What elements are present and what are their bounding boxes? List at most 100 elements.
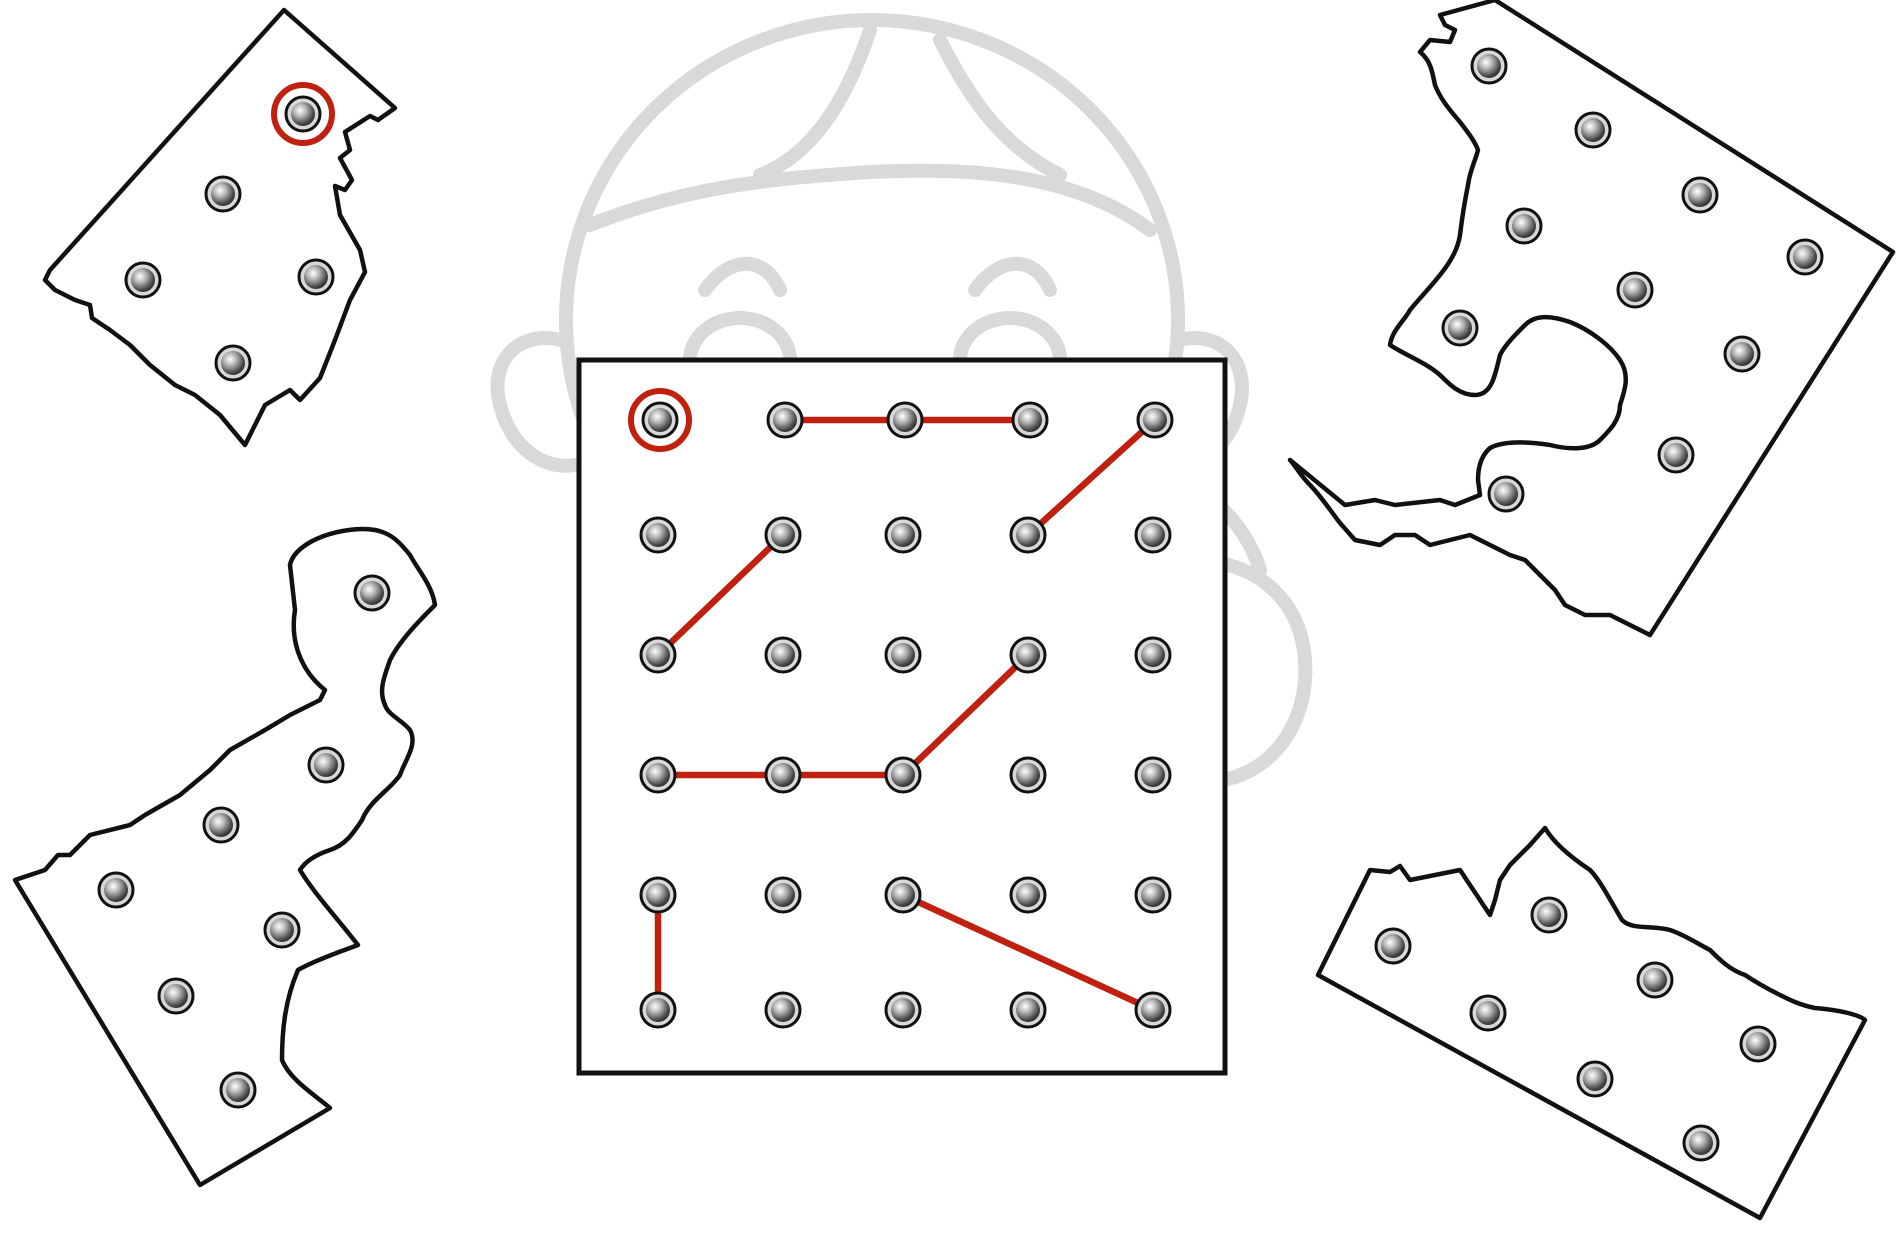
peg-icon-core	[771, 523, 795, 547]
peg-icon-core	[1141, 643, 1165, 667]
peg-icon-core	[1141, 883, 1165, 907]
piece-bottom-left-peg-5[interactable]	[265, 913, 299, 947]
piece-top-right-peg-4[interactable]	[1507, 209, 1541, 243]
board-peg-r2-c1[interactable]	[766, 638, 800, 672]
board-peg-r4-c0[interactable]	[641, 878, 675, 912]
peg-icon-core	[891, 763, 915, 787]
piece-top-left-peg-3[interactable]	[126, 263, 160, 297]
peg-icon-core	[891, 643, 915, 667]
board-peg-r2-c3[interactable]	[1011, 638, 1045, 672]
peg-icon-core	[771, 643, 795, 667]
peg-icon-core	[1448, 316, 1472, 340]
board-peg-r1-c0[interactable]	[641, 518, 675, 552]
piece-bottom-right-peg-3[interactable]	[1471, 996, 1505, 1030]
piece-top-right-peg-3[interactable]	[1683, 178, 1717, 212]
peg-icon-core	[891, 883, 915, 907]
piece-bottom-right-peg-6[interactable]	[1741, 1027, 1775, 1061]
piece-bottom-left-peg-6[interactable]	[159, 979, 193, 1013]
piece-top-right-peg-1[interactable]	[1472, 49, 1506, 83]
piece-top-left[interactable]	[45, 10, 395, 445]
board-peg-r1-c1[interactable]	[766, 518, 800, 552]
peg-icon-core	[1643, 968, 1667, 992]
board-peg-r3-c3[interactable]	[1011, 758, 1045, 792]
peg-icon-core	[1016, 643, 1040, 667]
piece-top-right-peg-10[interactable]	[1489, 477, 1523, 511]
piece-bottom-left-peg-3[interactable]	[204, 808, 238, 842]
peg-icon-core	[360, 581, 384, 605]
board-peg-r3-c4[interactable]	[1136, 758, 1170, 792]
piece-top-right-peg-8[interactable]	[1725, 337, 1759, 371]
board-peg-r1-c3[interactable]	[1011, 518, 1045, 552]
piece-top-right-peg-2[interactable]	[1576, 113, 1610, 147]
piece-top-left-peg-4[interactable]	[299, 260, 333, 294]
board-peg-r2-c0[interactable]	[641, 638, 675, 672]
piece-bottom-right[interactable]	[1318, 828, 1865, 1218]
board-peg-r1-c4[interactable]	[1136, 518, 1170, 552]
board-peg-r4-c3[interactable]	[1011, 878, 1045, 912]
board-peg-r0-c3[interactable]	[1013, 403, 1047, 437]
board-peg-r5-c0[interactable]	[641, 993, 675, 1027]
board-peg-r5-c3[interactable]	[1011, 993, 1045, 1027]
peg-icon-core	[1689, 1131, 1713, 1155]
piece-bottom-left-peg-7[interactable]	[221, 1073, 255, 1107]
piece-top-right-peg-6[interactable]	[1618, 273, 1652, 307]
board-peg-r4-c1[interactable]	[766, 878, 800, 912]
piece-bottom-right-peg-7[interactable]	[1684, 1126, 1718, 1160]
peg-icon-core	[1141, 523, 1165, 547]
peg-icon-core	[314, 753, 338, 777]
board-peg-r2-c4[interactable]	[1136, 638, 1170, 672]
board-peg-r4-c2[interactable]	[886, 878, 920, 912]
board-peg-r3-c0[interactable]	[641, 758, 675, 792]
piece-top-left-peg-5[interactable]	[216, 346, 250, 380]
peg-icon-core	[211, 182, 235, 206]
peg-icon-core	[1688, 183, 1712, 207]
piece-top-left-peg-2[interactable]	[206, 177, 240, 211]
peg-icon-core	[131, 268, 155, 292]
piece-bottom-right-peg-1[interactable]	[1376, 929, 1410, 963]
peg-icon-core	[773, 408, 797, 432]
peg-icon-core	[1512, 214, 1536, 238]
peg-icon-core	[104, 878, 128, 902]
board-peg-r0-c0[interactable]	[643, 403, 677, 437]
piece-bottom-left-peg-2[interactable]	[309, 748, 343, 782]
peg-icon-core	[1746, 1032, 1770, 1056]
peg-icon-core	[1141, 998, 1165, 1022]
piece-top-right-peg-7[interactable]	[1443, 311, 1477, 345]
peg-icon-core	[1583, 1067, 1607, 1091]
peg-icon-core	[891, 998, 915, 1022]
board-peg-r4-c4[interactable]	[1136, 878, 1170, 912]
peg-icon-core	[646, 643, 670, 667]
board-peg-r0-c2[interactable]	[888, 403, 922, 437]
piece-top-right-peg-9[interactable]	[1659, 438, 1693, 472]
piece-top-left-peg-1[interactable]	[286, 97, 320, 131]
board-peg-r0-c1[interactable]	[768, 403, 802, 437]
piece-bottom-left-peg-4[interactable]	[99, 873, 133, 907]
piece-bottom-right-peg-5[interactable]	[1578, 1062, 1612, 1096]
peg-icon-core	[646, 523, 670, 547]
peg-icon-core	[1664, 443, 1688, 467]
peg-icon-core	[270, 918, 294, 942]
board-peg-r5-c1[interactable]	[766, 993, 800, 1027]
piece-bottom-right-peg-2[interactable]	[1532, 898, 1566, 932]
peg-icon-core	[648, 408, 672, 432]
peg-icon-core	[1141, 763, 1165, 787]
board-peg-r3-c1[interactable]	[766, 758, 800, 792]
peg-icon-core	[1143, 408, 1167, 432]
piece-bottom-right-peg-4[interactable]	[1638, 963, 1672, 997]
peg-icon-core	[221, 351, 245, 375]
peg-icon-core	[646, 763, 670, 787]
board-peg-r0-c4[interactable]	[1138, 403, 1172, 437]
board-peg-r1-c2[interactable]	[886, 518, 920, 552]
board-peg-r5-c4[interactable]	[1136, 993, 1170, 1027]
board-peg-r3-c2[interactable]	[886, 758, 920, 792]
board-peg-r2-c2[interactable]	[886, 638, 920, 672]
peg-icon-core	[1381, 934, 1405, 958]
peg-icon-core	[771, 998, 795, 1022]
peg-icon-core	[304, 265, 328, 289]
piece-top-right[interactable]	[1290, 0, 1893, 635]
board-peg-r5-c2[interactable]	[886, 993, 920, 1027]
piece-top-right-peg-5[interactable]	[1788, 240, 1822, 274]
peg-icon-core	[1537, 903, 1561, 927]
peg-icon-core	[1018, 408, 1042, 432]
piece-bottom-left-peg-1[interactable]	[355, 576, 389, 610]
